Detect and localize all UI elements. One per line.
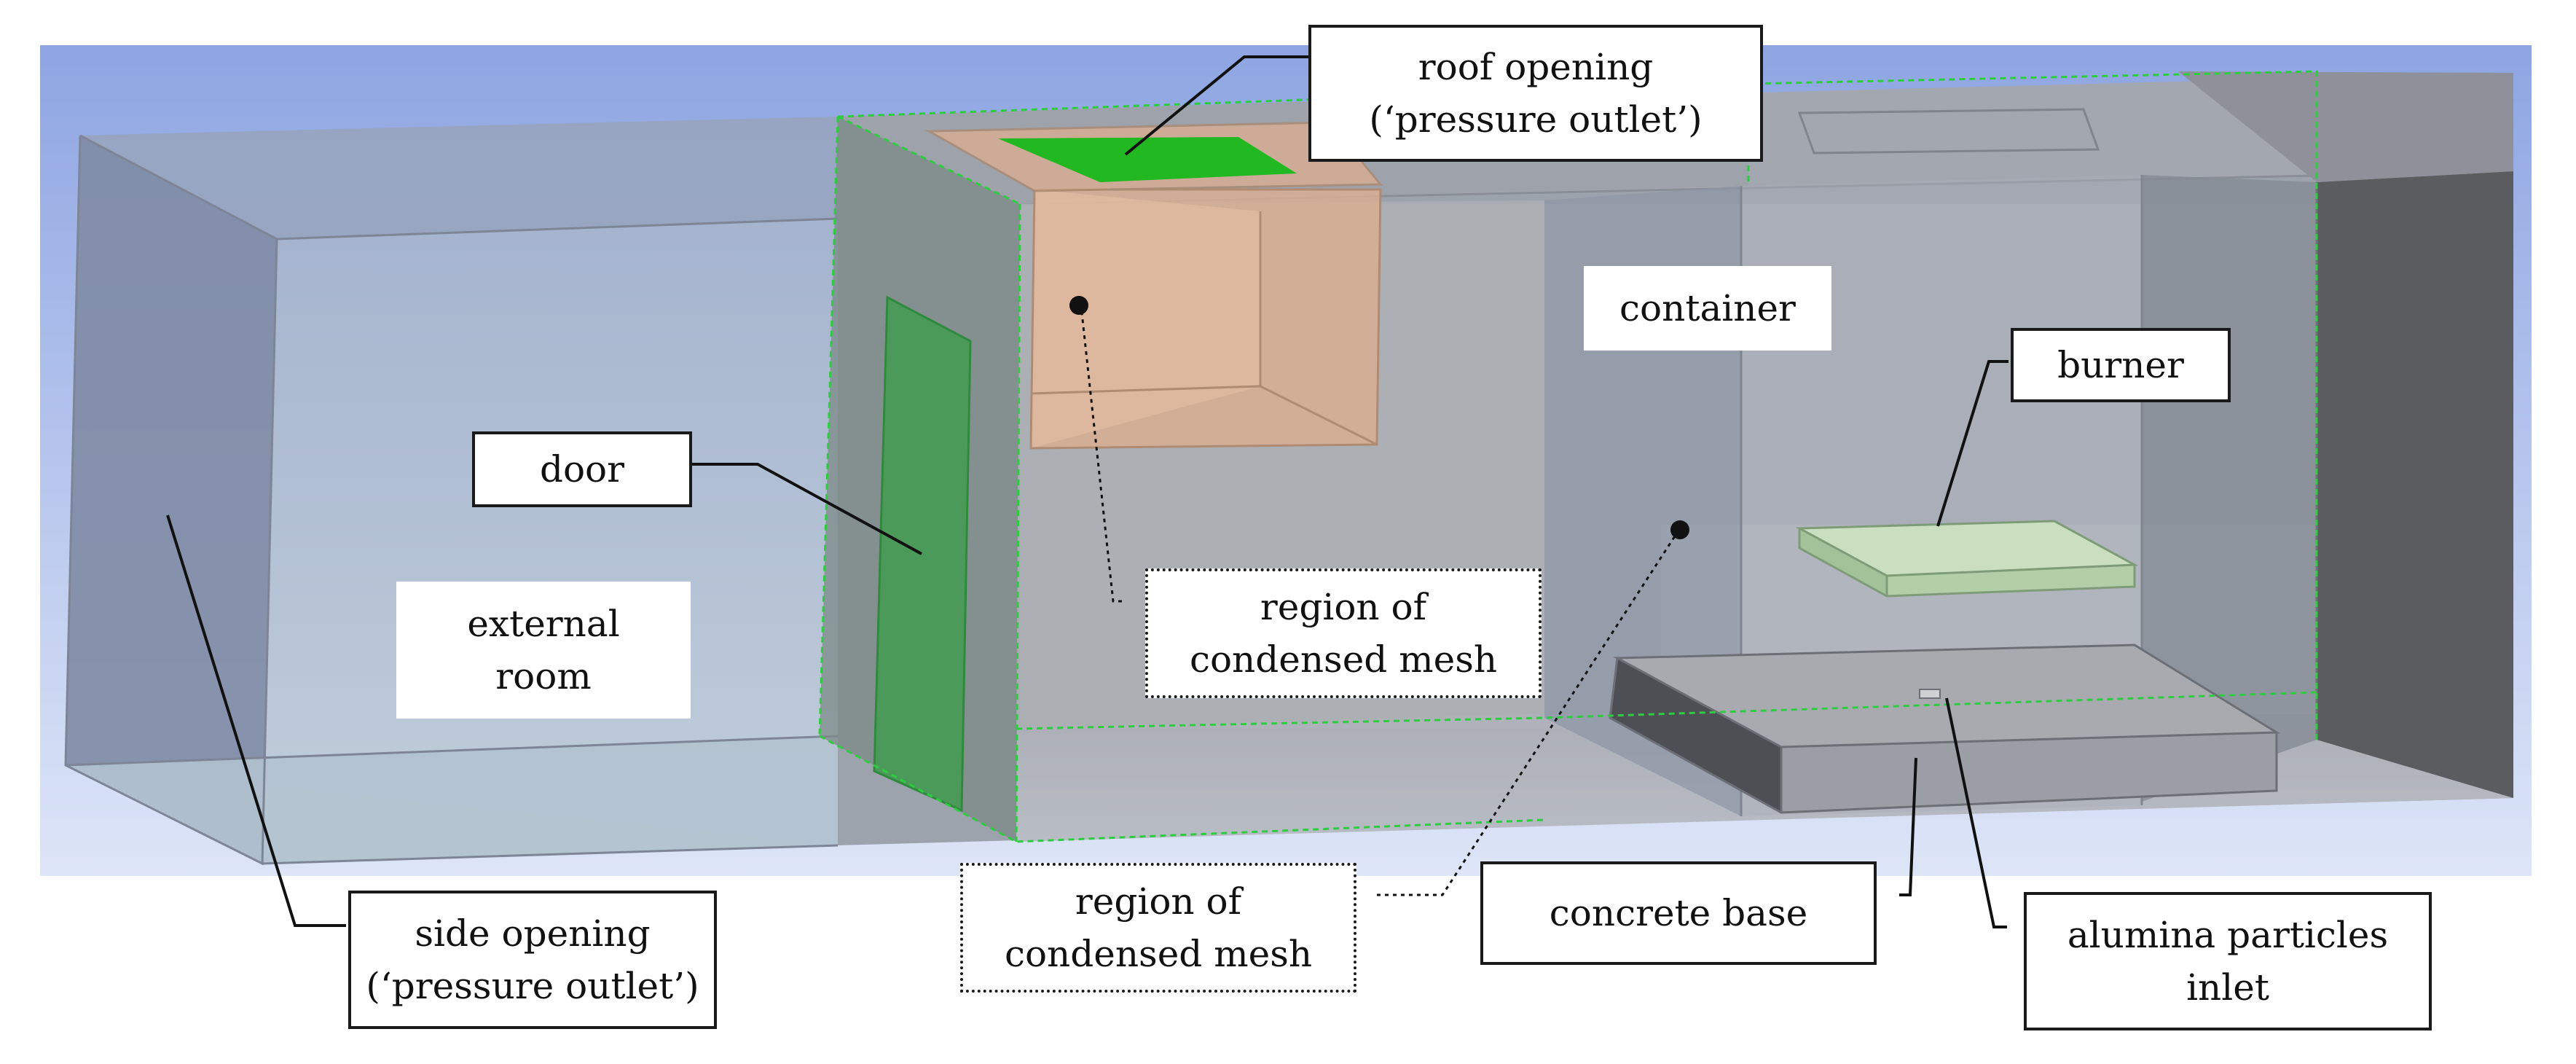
- leader-side-opening: [166, 515, 346, 927]
- leader-lines: [166, 55, 2008, 928]
- burner-label-text: burner: [2057, 344, 2184, 386]
- alumina-inlet-label: alumina particles inlet: [2024, 892, 2432, 1030]
- region-inner-label-line1: region of: [1260, 586, 1427, 628]
- region-inner-marker-dot: [1069, 296, 1088, 315]
- external-room-label: external room: [396, 582, 691, 719]
- region-lower-label: region of condensed mesh: [960, 863, 1356, 993]
- concrete-base-shape: [1609, 644, 2281, 814]
- side-opening-label: side opening (‘pressure outlet’): [348, 891, 717, 1029]
- alumina-inlet-label-line2: inlet: [2186, 966, 2269, 1009]
- side-opening-label-line1: side opening: [415, 912, 651, 955]
- leader-region-inner: [1080, 305, 1122, 603]
- leader-burner: [1936, 360, 2008, 527]
- roof-opening-shape: [924, 121, 1383, 192]
- region-lower-marker-dot: [1670, 520, 1689, 539]
- region-lower-label-line1: region of: [1075, 880, 1242, 923]
- concrete-base-label: concrete base: [1480, 861, 1877, 965]
- door-label-text: door: [539, 448, 625, 490]
- leader-concrete-base: [1899, 757, 1917, 896]
- domain-boundary-edges: [818, 70, 2318, 843]
- region-inner-label: region of condensed mesh: [1145, 568, 1542, 698]
- dotted-leader-lines: [1080, 305, 1680, 896]
- container-label-text: container: [1619, 287, 1796, 329]
- leader-roof-opening: [1124, 55, 1308, 156]
- external-room-volume: [64, 117, 839, 866]
- refined-region-block: [1029, 188, 1382, 450]
- leader-door: [692, 463, 922, 555]
- concrete-base-label-text: concrete base: [1549, 892, 1808, 934]
- side-opening-label-line2: (‘pressure outlet’): [366, 965, 699, 1007]
- door-shape: [873, 295, 972, 813]
- roof-opening-label: roof opening (‘pressure outlet’): [1308, 25, 1763, 162]
- door-label: door: [472, 431, 692, 507]
- external-room-label-line1: external: [467, 603, 620, 645]
- burner-shape: [1795, 520, 2139, 598]
- burner-label: burner: [2011, 328, 2231, 402]
- alumina-inlet-label-line1: alumina particles: [2067, 914, 2389, 956]
- roof-opening-label-line1: roof opening: [1418, 46, 1654, 88]
- roof-opening-label-line2: (‘pressure outlet’): [1369, 98, 1703, 141]
- leader-alumina-inlet: [1945, 697, 2007, 928]
- region-lower-label-line2: condensed mesh: [1004, 933, 1313, 975]
- external-room-label-line2: room: [495, 655, 592, 697]
- region-inner-label-line2: condensed mesh: [1189, 638, 1498, 681]
- leader-region-lower: [1377, 530, 1680, 896]
- container-label: container: [1584, 266, 1831, 351]
